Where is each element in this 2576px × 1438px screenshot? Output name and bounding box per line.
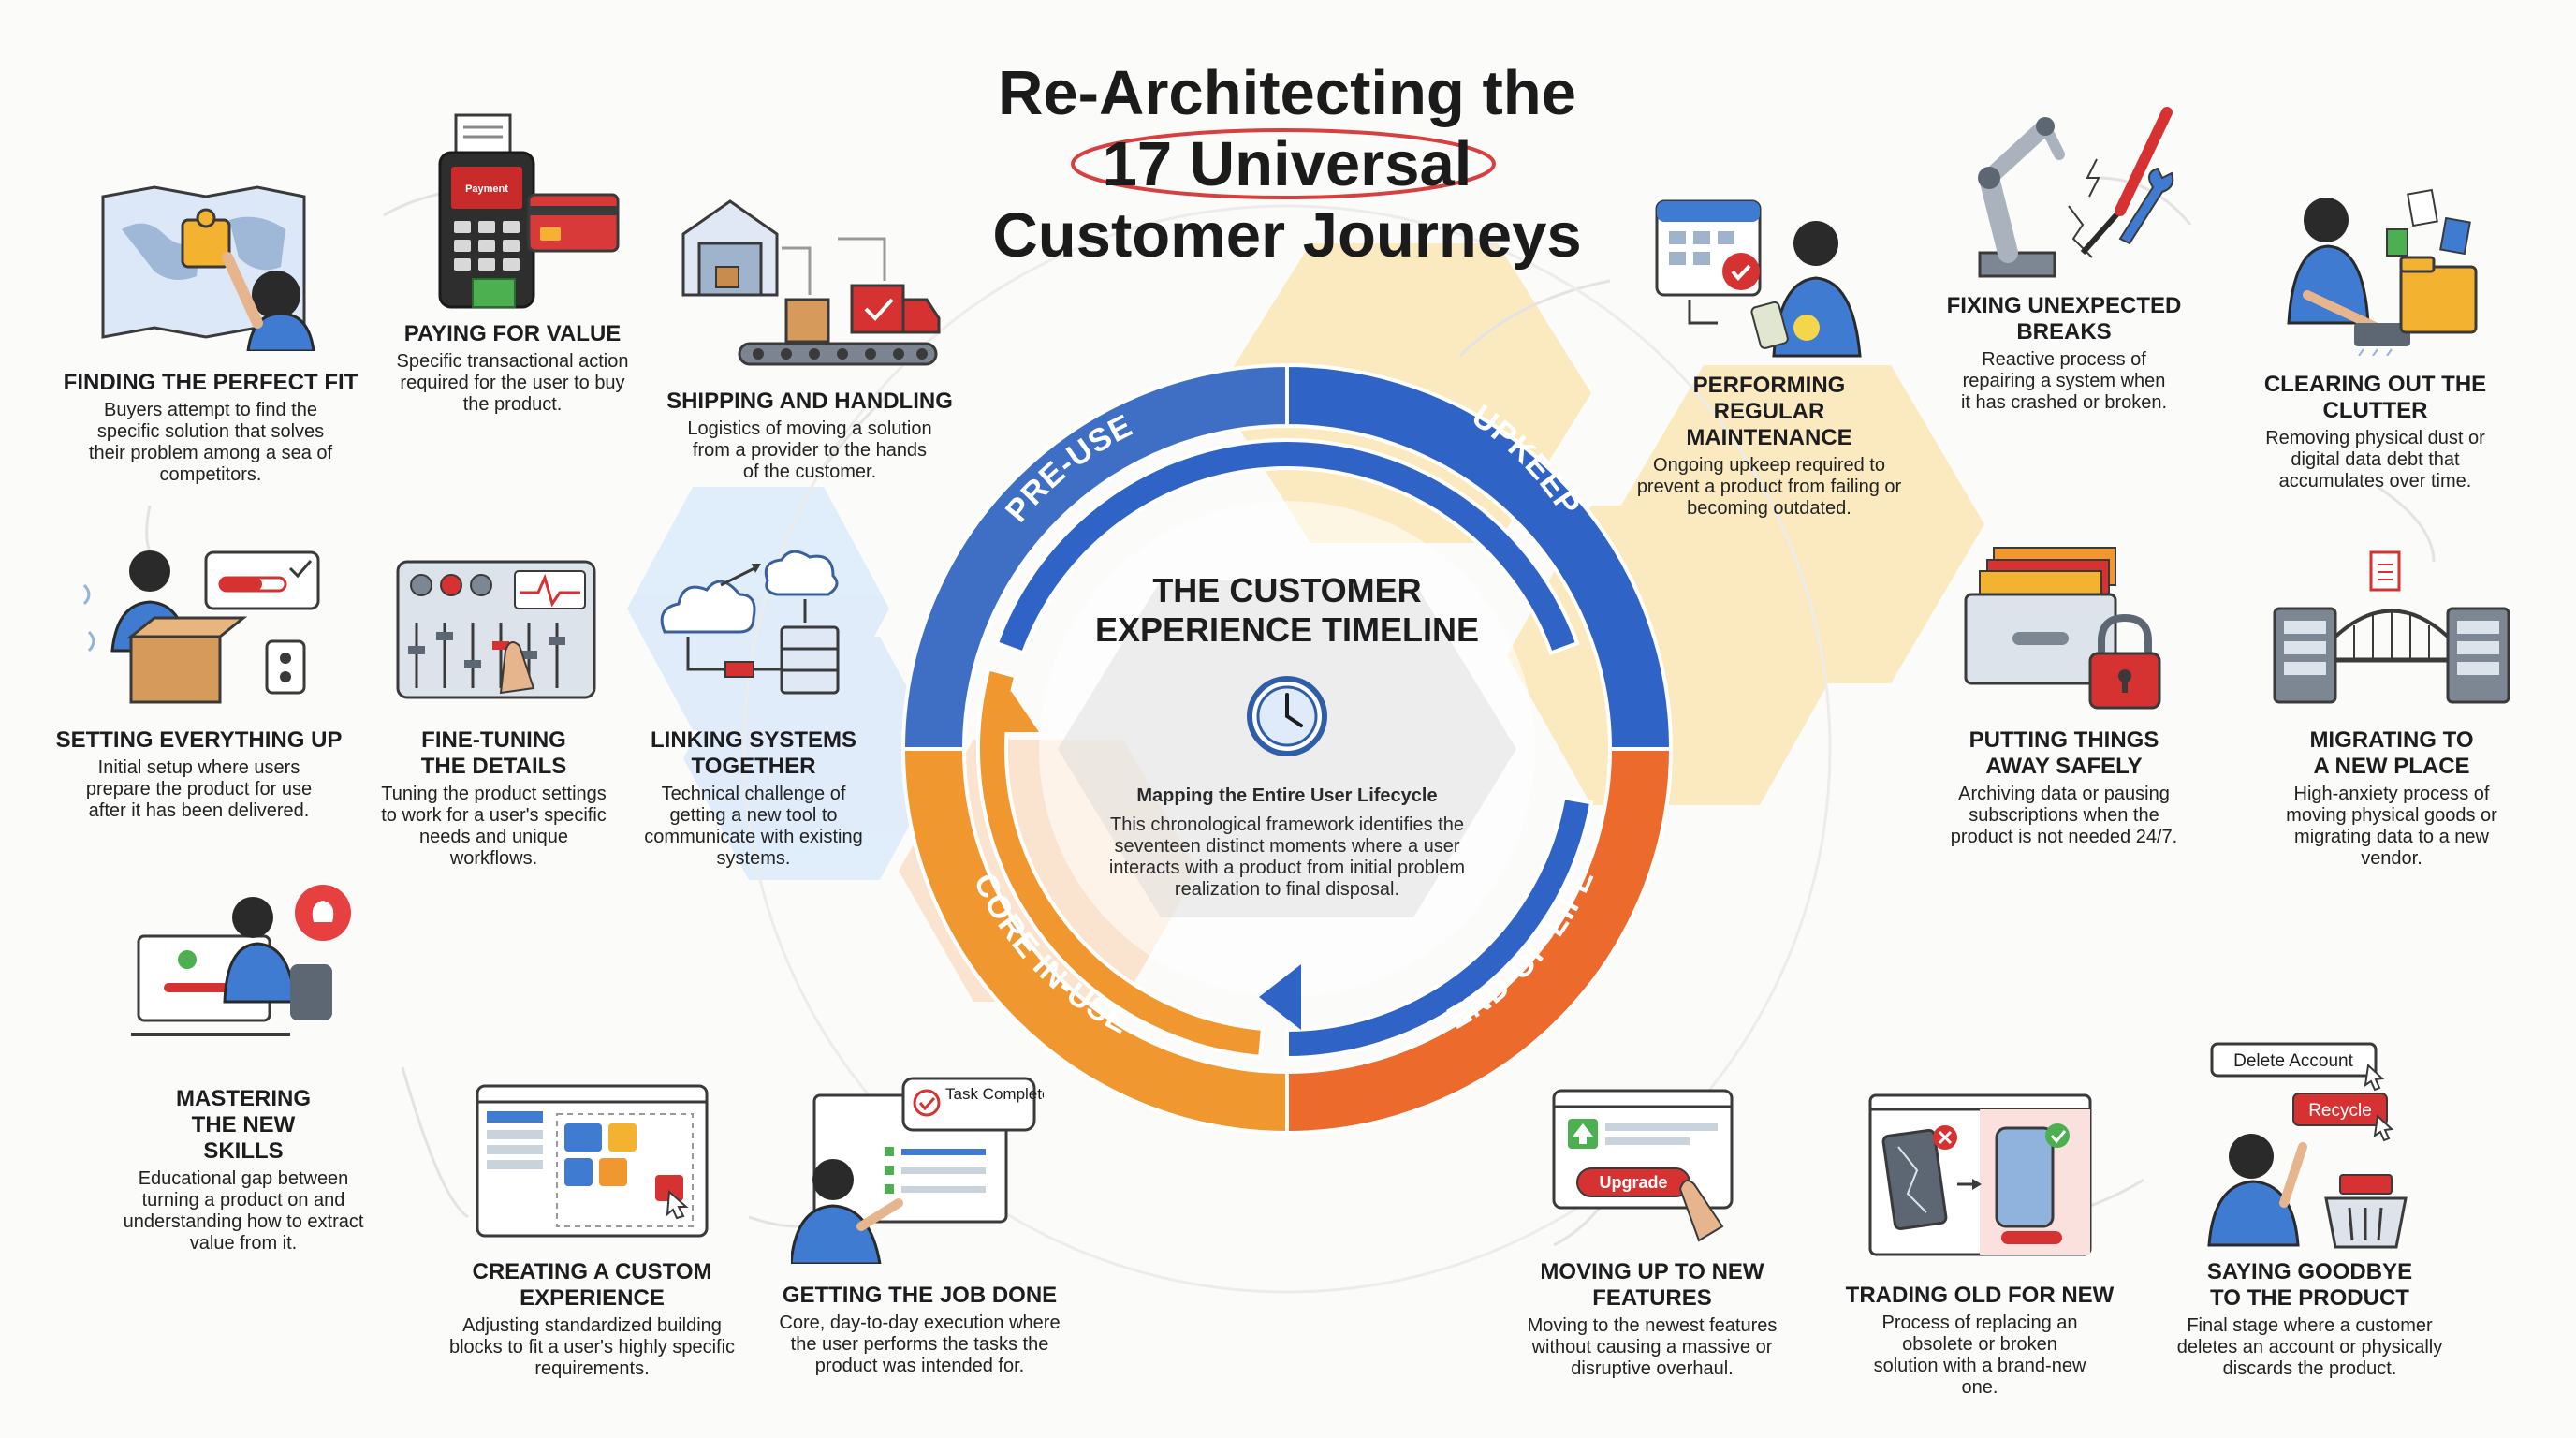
journey-card-fine-tuning: FINE-TUNING THE DETAILS Tuning the produ… [374,727,613,870]
journey-card-mastering: MASTERING THE NEW SKILLS Educational gap… [108,1086,379,1255]
journey-card-breaks: FIXING UNEXPECTED BREAKS Reactive proces… [1933,293,2195,414]
journey-card-setup: SETTING EVERYTHING UP Initial setup wher… [42,727,356,822]
highlight-ellipse-icon [1070,128,1496,199]
puzzle-map-icon [101,185,315,351]
title-highlight: 17 Universal [1070,128,1504,200]
upgrade-window-icon: Upgrade [1552,1089,1734,1242]
journey-card-trading: TRADING OLD FOR NEW Process of replacing… [1830,1283,2130,1399]
journey-card-job-done: GETTING THE JOB DONE Core, day-to-day ex… [768,1283,1072,1377]
journey-desc: Initial setup where users prepare the pr… [85,757,313,821]
journey-desc: Buyers attempt to find the specific solu… [88,400,333,485]
title-line-3: Customer Journeys [992,200,1582,271]
journey-card-goodbye: SAYING GOODBYE TO THE PRODUCT Final stag… [2158,1259,2462,1380]
journey-desc: Moving to the newest features without ca… [1527,1315,1778,1379]
center-block: THE CUSTOMER EXPERIENCE TIMELINE [1044,571,1530,650]
warehouse-truck-icon [681,199,941,366]
unboxing-icon [82,550,320,704]
phone-replace-icon [1868,1093,2092,1256]
journey-title: LINKING SYSTEMS TOGETHER [650,727,857,779]
page-title: Re-Architecting the 17 Universal Custome… [917,58,1657,271]
center-description: Mapping the Entire User Lifecycle This c… [1090,785,1484,901]
center-subtitle: Mapping the Entire User Lifecycle [1136,785,1438,806]
journey-card-archive: PUTTING THINGS AWAY SAFELY Archiving dat… [1933,727,2195,848]
journey-desc: Archiving data or pausing subscriptions … [1950,784,2178,847]
journey-title: CREATING A CUSTOM EXPERIENCE [472,1259,712,1311]
journey-title: PAYING FOR VALUE [403,321,622,346]
upgrade-button-label: Upgrade [1599,1173,1667,1192]
journey-desc: Final stage where a customer deletes an … [2176,1315,2443,1379]
payment-terminal-icon: Payment [438,113,620,309]
clock-icon [1247,676,1327,756]
journey-card-clutter: CLEARING OUT THE CLUTTER Removing physic… [2237,372,2513,492]
cleaning-files-icon [2287,188,2478,356]
calendar-cleaning-icon [1655,199,1862,358]
journey-card-maintenance: PERFORMING REGULAR MAINTENANCE Ongoing u… [1624,373,1914,520]
journey-title: SAYING GOODBYE TO THE PRODUCT [2206,1259,2413,1311]
task-complete-icon: Task Complete [791,1077,1044,1264]
journey-title: GETTING THE JOB DONE [782,1283,1058,1308]
arrow-head-core [985,691,1039,732]
journey-card-upgrade: MOVING UP TO NEW FEATURES Moving to the … [1507,1259,1797,1380]
outer-guide-ring [742,204,1832,1294]
journey-desc: Specific transactional action required f… [396,351,629,415]
center-title-line-2: EXPERIENCE TIMELINE [1094,610,1480,649]
control-panel-icon [396,560,596,699]
journey-title: FINDING THE PERFECT FIT [63,370,359,395]
journey-title: FIXING UNEXPECTED BREAKS [1946,293,2182,345]
dashboard-blocks-icon [476,1084,709,1238]
journey-desc: Logistics of moving a solution from a pr… [687,418,932,482]
delete-recycle-icon: Delete Account Recycle [2207,1042,2408,1249]
inner-arrow-upkeep [994,437,1580,655]
journey-title: CLEARING OUT THE CLUTTER [2263,372,2487,423]
arrow-head-bottom [1259,964,1301,1030]
journey-title: SHIPPING AND HANDLING [666,389,953,414]
journey-title: MASTERING THE NEW SKILLS [176,1086,311,1164]
terminal-label: Payment [465,183,508,195]
journey-desc: Reactive process of repairing a system w… [1960,349,2168,413]
journey-card-migrating: MIGRATING TO A NEW PLACE High-anxiety pr… [2251,727,2532,870]
journey-card-paying: PAYING FOR VALUE Specific transactional … [388,321,637,416]
cycle-segment-end-of-life [1285,747,1674,1136]
journey-title: TRADING OLD FOR NEW [1845,1283,2115,1308]
journey-card-custom: CREATING A CUSTOM EXPERIENCE Adjusting s… [445,1259,739,1380]
journey-desc: Tuning the product settings to work for … [381,784,607,869]
journey-desc: Process of replacing an obsolete or brok… [1873,1313,2086,1398]
cloud-server-icon [660,550,840,695]
journey-title: PUTTING THINGS AWAY SAFELY [1969,727,2159,779]
journey-title: PERFORMING REGULAR MAINTENANCE [1686,373,1852,450]
journey-title: SETTING EVERYTHING UP [55,727,343,753]
inner-arrow-end-of-life [1285,795,1594,1061]
recycle-label: Recycle [2308,1101,2372,1121]
journey-desc: Educational gap between turning a produc… [123,1168,364,1254]
learning-desk-icon [131,885,351,1036]
title-line-1: Re-Architecting the [998,58,1576,128]
robot-arm-repair-icon [1978,107,2174,278]
journey-card-shipping: SHIPPING AND HANDLING Logistics of movin… [655,389,964,483]
journey-title: FINE-TUNING THE DETAILS [420,727,567,779]
title-line-2: 17 Universal [1102,129,1472,199]
journey-card-linking: LINKING SYSTEMS TOGETHER Technical chall… [641,727,866,870]
delete-account-label: Delete Account [2233,1051,2354,1071]
journey-title: MIGRATING TO A NEW PLACE [2309,727,2474,779]
server-bridge-icon [2273,550,2510,704]
cycle-segment-core-in-use [900,747,1289,1136]
journey-title: MOVING UP TO NEW FEATURES [1540,1259,1764,1311]
journey-card-perfect-fit: FINDING THE PERFECT FIT Buyers attempt t… [51,370,370,486]
journey-desc: Removing physical dust or digital data d… [2265,428,2485,492]
journey-desc: Core, day-to-day execution where the use… [779,1313,1061,1376]
journey-desc: Ongoing upkeep required to prevent a pro… [1636,455,1902,519]
center-body: This chronological framework identifies … [1108,814,1466,900]
journey-desc: High-anxiety process of moving physical … [2286,784,2497,869]
journey-desc: Adjusting standardized building blocks t… [448,1315,736,1379]
journey-desc: Technical challenge of getting a new too… [644,784,863,869]
bubble-text: Task Complete [945,1085,1044,1103]
locked-archive-icon [1964,547,2161,710]
center-title-line-1: THE CUSTOMER [1152,571,1422,609]
